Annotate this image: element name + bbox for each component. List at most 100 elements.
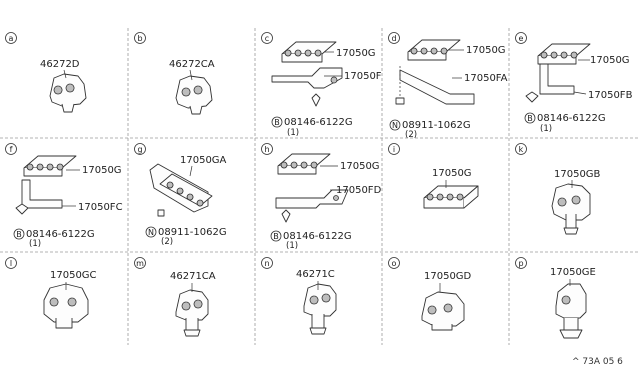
clip-part [149,163,213,217]
fastener-circle [13,228,25,240]
fastener-prefix: B [273,232,279,241]
part-number: 17050G [466,45,506,56]
fastener-qty: (1) [287,128,299,138]
clip-part [43,282,89,329]
part-number: 17050G [590,55,630,66]
cell-letter: e [519,34,524,43]
cell-letter-circle [515,32,527,44]
cell-letter-circle [134,32,146,44]
cell-letter: a [9,34,14,43]
grid-lines [0,28,640,345]
clip-part [175,283,209,337]
cell-letter-circle [515,143,527,155]
part-number: 17050G [340,161,380,172]
clip-part [49,69,87,113]
part-number-2: 17050F [344,71,382,82]
cell-e[interactable]: e 17050G 17050FB B 08146-6122G (1) [515,32,633,135]
cell-letter: l [10,259,12,268]
cell-letter-circle [5,143,17,155]
part-number-2: 17050FB [588,90,633,101]
fastener-circle [389,119,401,131]
cell-a[interactable]: a 46272D [5,32,87,113]
cell-c[interactable]: c 17050G 17050F B 08146-6122G (1) [261,32,382,139]
part-number: 46271C [296,269,335,280]
fastener-prefix: B [274,118,280,127]
cell-letter-circle [388,143,400,155]
cell-letter-circle [5,32,17,44]
part-number: 17050GA [180,155,227,166]
cell-b[interactable]: b 46272CA [134,32,215,115]
cell-letter: o [392,259,397,268]
clip-part [555,279,587,339]
fastener-circle [524,112,536,124]
fastener-prefix: B [16,230,22,239]
fastener-number: 08911-1062G [402,120,471,131]
cell-letter: i [393,145,395,154]
cell-letter: p [518,259,523,268]
clip-part [551,180,591,235]
part-number-2: 17050FA [464,73,508,84]
part-number: 46272D [40,59,80,70]
fastener-prefix: B [527,114,533,123]
part-number: 17050G [82,165,122,176]
cell-letter-circle [261,257,273,269]
fastener-prefix: N [392,121,398,130]
fastener-number: 08146-6122G [537,113,606,124]
cell-i[interactable]: i 17050G [388,143,479,209]
cell-d[interactable]: d 17050G 17050FA N 08911-1062G (2) [388,32,508,141]
fastener-circle [271,116,283,128]
cell-o[interactable]: o 17050GD [388,257,472,331]
fastener-qty: (1) [29,239,41,249]
cell-letter-circle [5,257,17,269]
cell-letter: h [264,145,269,154]
part-number: 17050GE [550,267,596,278]
cell-letter: g [137,145,142,154]
part-number: 17050GC [50,270,97,281]
clip-part [395,39,475,105]
part-number: 17050G [336,48,376,59]
clip-part [275,153,349,223]
cell-letter: f [10,145,13,154]
cell-letter: d [391,34,396,43]
fastener-number: 08146-6122G [284,117,353,128]
clip-part [15,155,80,215]
cell-n[interactable]: n 46271C [261,257,337,335]
cell-letter: c [265,34,269,43]
clip-part [303,281,337,335]
fastener-qty: (2) [161,237,173,247]
cell-letter-circle [134,143,146,155]
part-number: 17050GD [424,271,472,282]
cell-g[interactable]: g 17050GA N 08911-1062G (2) [134,143,227,248]
cell-m[interactable]: m 46271CA [134,257,216,337]
cell-k[interactable]: k 17050GB [515,143,601,235]
fastener-number: 08146-6122G [283,231,352,242]
fastener-number: 08911-1062G [158,227,227,238]
cell-letter: m [136,259,144,268]
cell-h[interactable]: h 17050G 17050FD B 08146-6122G (1) [261,143,382,252]
cell-l[interactable]: l 17050GC [5,257,97,329]
clip-part [525,43,591,103]
cell-letter-circle [515,257,527,269]
fastener-qty: (1) [540,124,552,134]
fastener-qty: (2) [405,130,417,140]
part-number: 46272CA [169,59,215,70]
clip-part [423,180,479,209]
cell-letter-circle [134,257,146,269]
cell-letter-circle [388,257,400,269]
cell-letter-circle [261,143,273,155]
fastener-circle [145,226,157,238]
cell-p[interactable]: p 17050GE [515,257,596,339]
fastener-prefix: N [148,228,154,237]
cell-letter-circle [261,32,273,44]
fastener-qty: (1) [286,241,298,251]
cell-f[interactable]: f 17050G 17050FC B 08146-6122G (1) [5,143,123,250]
clip-part [421,283,465,331]
part-number-2: 17050FC [78,202,123,213]
part-number: 17050GB [554,169,601,180]
cell-letter: b [137,34,142,43]
cell-letter: n [264,259,269,268]
diagram-reference: ^ 73A 05 6 [572,357,623,367]
fastener-number: 08146-6122G [26,229,95,240]
clip-part [175,69,213,115]
